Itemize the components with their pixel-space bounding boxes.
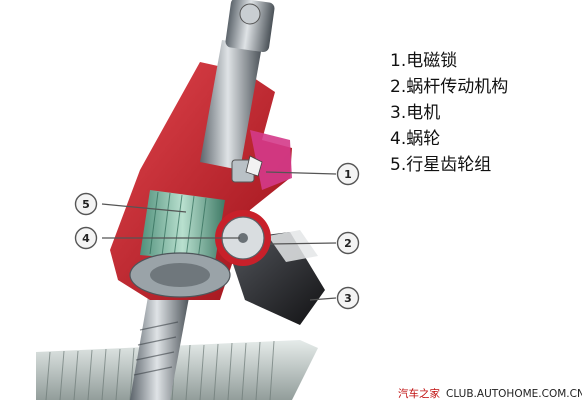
legend-item-worm-gear: 4.蜗轮 xyxy=(390,129,441,149)
watermark-site: CLUB.AUTOHOME.COM.CN xyxy=(446,388,582,400)
upper-shaft xyxy=(200,0,275,170)
callout-3: 3 xyxy=(336,286,360,310)
callout-2: 2 xyxy=(336,231,360,255)
callout-5: 5 xyxy=(74,192,98,216)
callout-4-label: 4 xyxy=(82,232,90,245)
planetary-gear-set xyxy=(140,190,225,262)
legend-item-planetary-gear-set: 5.行星齿轮组 xyxy=(390,155,492,175)
legend-item-motor: 3.电机 xyxy=(390,103,441,123)
callout-2-label: 2 xyxy=(344,237,352,250)
parts-legend: 1.电磁锁 2.蜗杆传动机构 3.电机 4.蜗轮 5.行星齿轮组 xyxy=(390,48,570,178)
callout-5-label: 5 xyxy=(82,198,90,211)
callout-leaders xyxy=(101,171,337,301)
watermark: 汽车之家 CLUB.AUTOHOME.COM.CN xyxy=(398,386,582,401)
worm-gear xyxy=(215,210,271,266)
callout-1: 1 xyxy=(336,162,360,186)
legend-item-electromagnetic-lock: 1.电磁锁 xyxy=(390,51,458,71)
legend-item-worm-drive: 2.蜗杆传动机构 xyxy=(390,77,509,97)
callout-1-label: 1 xyxy=(344,168,352,181)
lower-shaft xyxy=(130,285,190,400)
electromagnetic-lock xyxy=(231,155,263,183)
callout-4: 4 xyxy=(74,226,98,250)
watermark-brand: 汽车之家 xyxy=(398,388,440,400)
gear-housing-disc xyxy=(129,252,231,298)
callout-3-label: 3 xyxy=(344,292,352,305)
